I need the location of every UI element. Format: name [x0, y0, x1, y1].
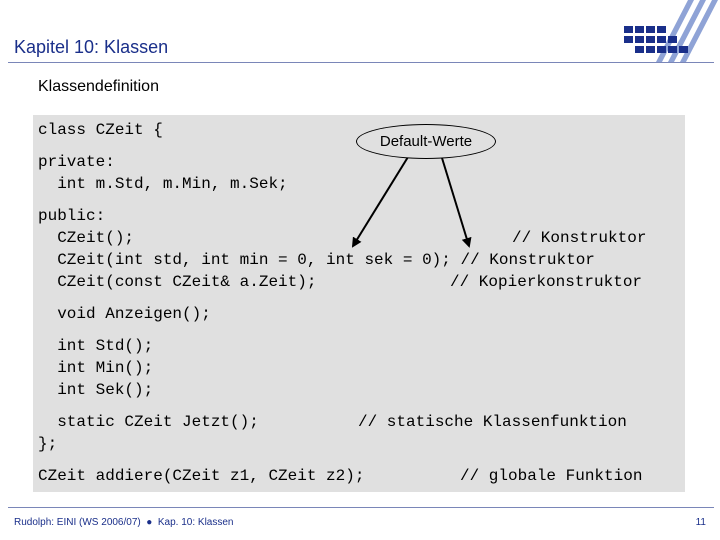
footer-course-info: Rudolph: EINI (WS 2006/07) ● Kap. 10: Kl… — [14, 517, 234, 528]
code-line-private: private: — [38, 153, 115, 171]
page-number: 11 — [695, 517, 706, 528]
code-line-default-ctor: CZeit(); — [38, 229, 135, 247]
code-line-sek: int Sek(); — [38, 381, 154, 399]
footer-divider — [8, 507, 714, 508]
code-line-anzeigen: void Anzeigen(); — [38, 305, 211, 323]
code-line-addiere: CZeit addiere(CZeit z1, CZeit z2); — [38, 467, 365, 485]
code-line-param-ctor: CZeit(int std, int min = 0, int sek = 0)… — [38, 251, 595, 269]
code-comment-global: // globale Funktion — [460, 467, 643, 485]
slide-title: Kapitel 10: Klassen — [14, 37, 169, 57]
code-line-jetzt: static CZeit Jetzt(); — [38, 413, 259, 431]
code-comment-copy-ctor: // Kopierkonstruktor — [450, 273, 643, 291]
code-line-copy-ctor: CZeit(const CZeit& a.Zeit); — [38, 273, 317, 291]
title-divider — [8, 62, 714, 63]
code-line-members: int m.Std, m.Min, m.Sek; — [38, 175, 288, 193]
university-logo — [624, 0, 718, 62]
code-line-class-end: }; — [38, 435, 58, 453]
code-line-min: int Min(); — [38, 359, 154, 377]
section-subtitle: Klassendefinition — [38, 78, 159, 95]
code-comment-ctor: // Konstruktor — [512, 229, 647, 247]
code-line-std: int Std(); — [38, 337, 154, 355]
code-line-class-decl: class CZeit { — [38, 121, 163, 139]
default-values-callout: Default-Werte — [356, 124, 496, 159]
code-line-public: public: — [38, 207, 106, 225]
code-comment-static: // statische Klassenfunktion — [358, 413, 627, 431]
